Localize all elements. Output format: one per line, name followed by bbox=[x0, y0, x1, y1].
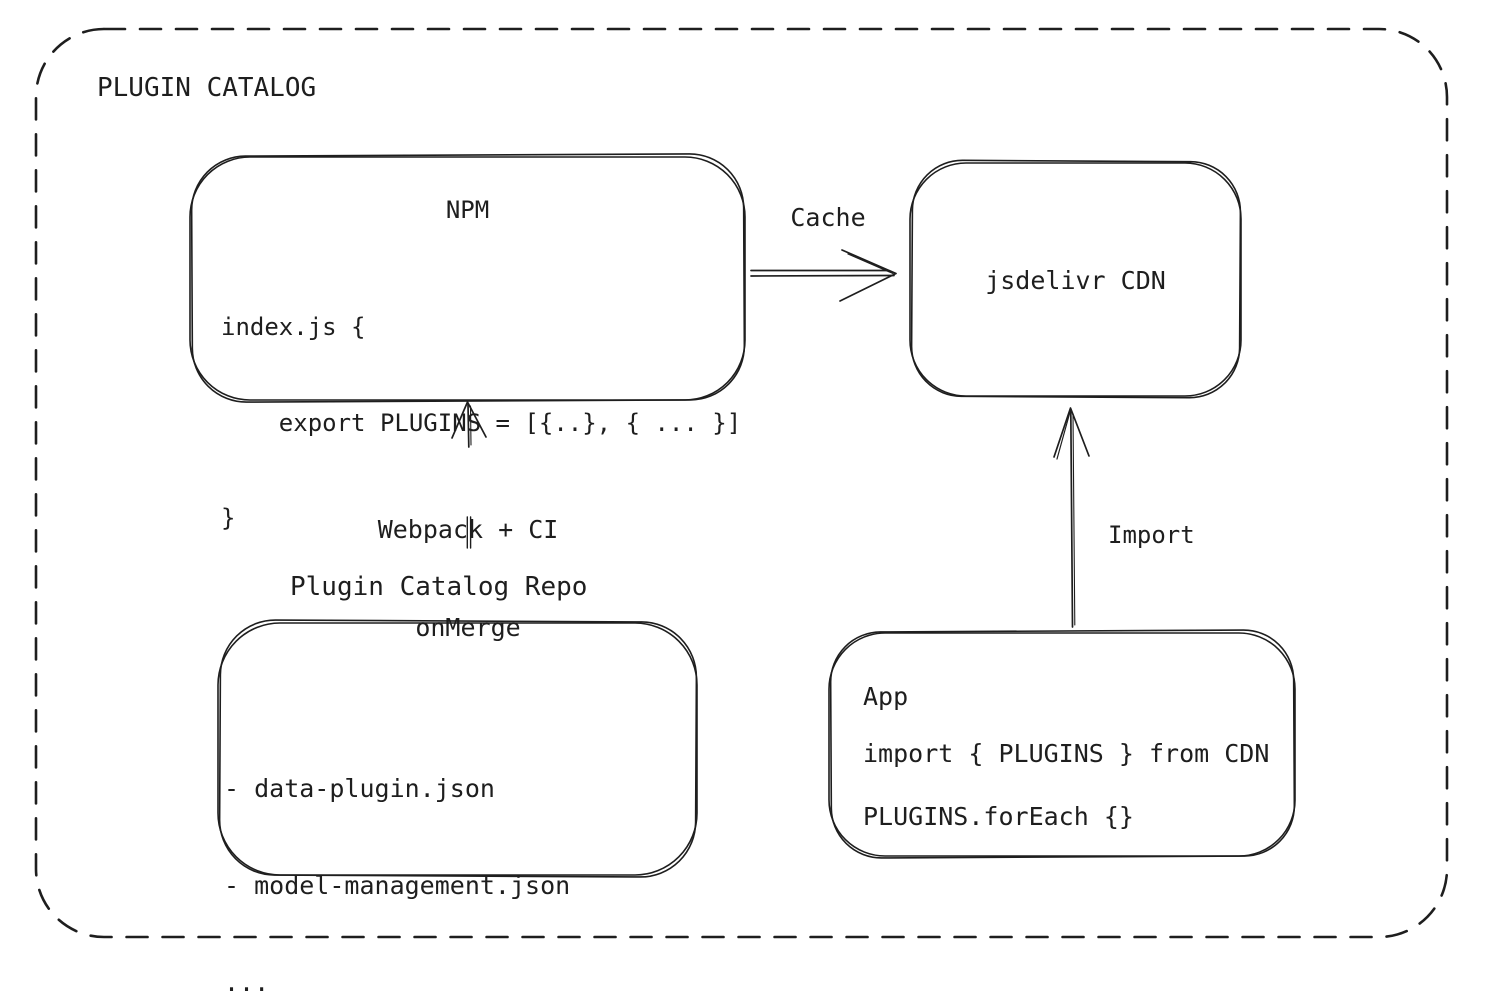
app-code-line: PLUGINS.forEach {} bbox=[863, 802, 1134, 831]
npm-code: index.js { export PLUGINS = [{..}, { ...… bbox=[221, 250, 741, 599]
app-code-line: import { PLUGINS } from CDN bbox=[863, 739, 1270, 768]
npm-code-line: export PLUGINS = [{..}, { ... }] bbox=[221, 408, 742, 437]
npm-title: NPM bbox=[445, 196, 490, 224]
repo-file-item: ... bbox=[224, 968, 270, 997]
webpack-arrow-label-line: Webpack + CI bbox=[377, 515, 559, 544]
repo-file-item: - data-plugin.json bbox=[224, 774, 495, 803]
repo-label: Plugin Catalog Repo bbox=[290, 572, 588, 602]
npm-box bbox=[189, 153, 746, 403]
plugin-catalog-boundary bbox=[34, 27, 1449, 939]
app-box bbox=[828, 629, 1296, 859]
webpack-arrow-label: Webpack + CI onMerge bbox=[340, 449, 596, 710]
plugin-catalog-title: PLUGIN CATALOG bbox=[97, 73, 317, 103]
repo-file-list: - data-plugin.json - model-management.js… bbox=[224, 708, 570, 1002]
webpack-arrow bbox=[451, 401, 487, 549]
app-title: App bbox=[863, 682, 909, 711]
webpack-arrow-label-line: onMerge bbox=[415, 613, 521, 642]
cdn-label: jsdelivr CDN bbox=[985, 266, 1166, 295]
npm-code-line: } bbox=[221, 504, 236, 533]
repo-file-item: - model-management.json bbox=[224, 871, 571, 900]
npm-code-line: index.js { bbox=[221, 313, 366, 342]
repo-box bbox=[217, 619, 698, 878]
import-arrow bbox=[1053, 407, 1090, 628]
cache-arrow-label: Cache bbox=[790, 203, 866, 232]
import-arrow-label: Import bbox=[1108, 521, 1195, 549]
cache-arrow bbox=[750, 249, 897, 302]
cdn-box bbox=[909, 159, 1242, 399]
